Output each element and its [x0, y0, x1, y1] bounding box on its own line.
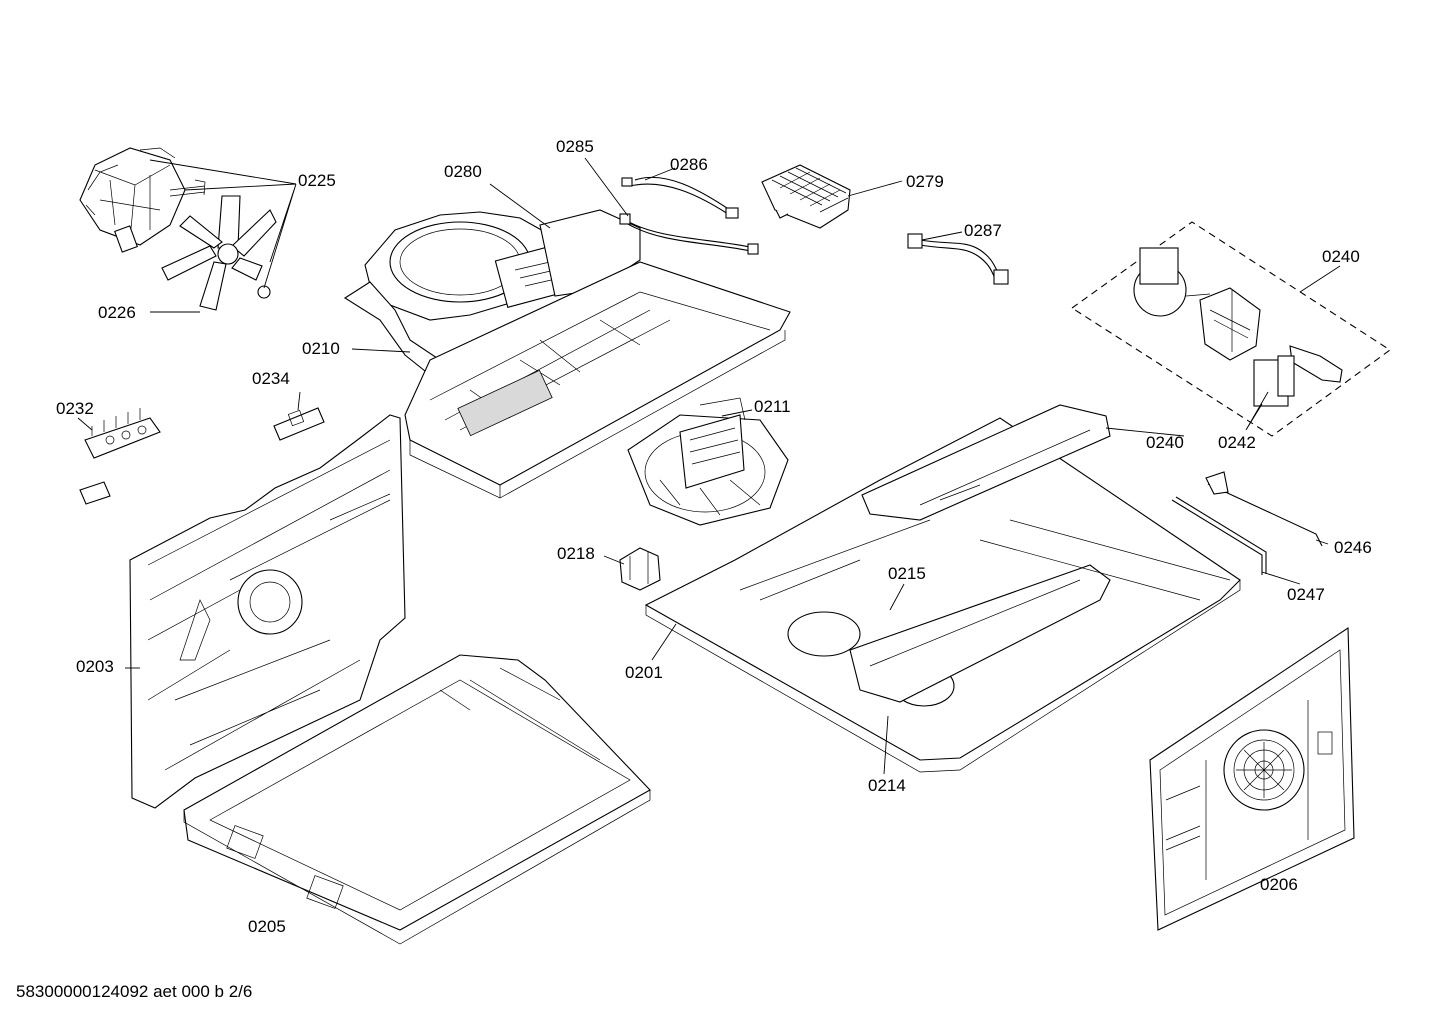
part-label-0226: 0226	[98, 303, 136, 322]
part-label-0218: 0218	[557, 544, 595, 563]
fan-motor-0225-drawing	[79, 147, 206, 253]
terminal-block-0234-drawing	[273, 407, 325, 441]
part-label-0215: 0215	[888, 564, 926, 583]
oven-frame-0210-drawing	[404, 261, 791, 499]
part-label-0232: 0232	[56, 399, 94, 418]
part-label-0285: 0285	[556, 137, 594, 156]
wiring-0285-0286-drawing	[619, 176, 759, 255]
leader-lines	[77, 157, 1341, 775]
rear-panel-0206-drawing	[1149, 626, 1355, 931]
wiring-0287-drawing	[907, 233, 1009, 285]
part-label-0201: 0201	[625, 663, 663, 682]
part-label-0205: 0205	[248, 917, 286, 936]
part-label-0246: 0246	[1334, 538, 1372, 557]
fan-blade-0226-drawing	[161, 195, 277, 311]
part-label-0203: 0203	[76, 657, 114, 676]
part-label-0211: 0211	[754, 397, 791, 416]
side-panel-0203-drawing	[129, 414, 406, 809]
part-label-0240-heater: 0240	[1146, 433, 1184, 452]
grille-0279-drawing	[761, 164, 851, 229]
part-label-0286: 0286	[670, 155, 708, 174]
bottom-tray-0205-drawing	[183, 654, 651, 945]
part-label-0287: 0287	[964, 221, 1002, 240]
part-label-0225: 0225	[298, 171, 336, 190]
document-code: 58300000124092 aet 000 b 2/6	[16, 982, 253, 1001]
part-label-0240-thermostat: 0240	[1322, 247, 1360, 266]
part-label-0206: 0206	[1260, 875, 1298, 894]
blower-0211-drawing	[627, 397, 789, 526]
part-label-0279: 0279	[906, 172, 944, 191]
part-label-0234: 0234	[252, 369, 290, 388]
terminal-block-0232-drawing	[79, 408, 161, 505]
part-label-0210: 0210	[302, 339, 340, 358]
cavity-top-0201-drawing	[644, 404, 1241, 773]
part-label-0242: 0242	[1218, 433, 1256, 452]
sensor-rods-0246-0247-drawing	[1171, 471, 1323, 575]
thermostat-assembly-0240-drawing	[1071, 221, 1391, 437]
fan-housing-0280-drawing	[343, 209, 641, 376]
part-label-0280: 0280	[444, 162, 482, 181]
part-label-0214: 0214	[868, 776, 906, 795]
bracket-0218-drawing	[619, 547, 661, 591]
part-label-0247: 0247	[1287, 585, 1325, 604]
